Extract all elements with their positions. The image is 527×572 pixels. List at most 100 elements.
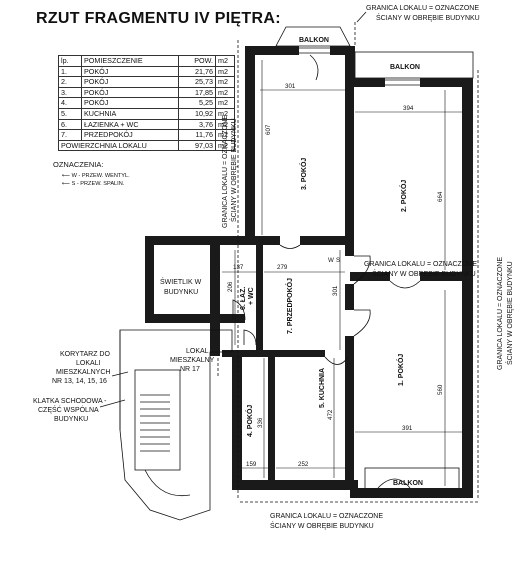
- boundary-bottom-label-2: ŚCIANY W OBRĘBIE BUDYNKU: [270, 521, 374, 530]
- room-label-6b: + WC: [248, 287, 255, 305]
- boundary-left-label-1: GRANICA LOKALU = OZNACZONE: [222, 115, 229, 228]
- boundary-mid-label-2: ŚCIANY W OBRĘBIE BUDYNKU: [372, 269, 476, 278]
- skylight-label-2: BUDYNKU: [164, 289, 198, 296]
- stairs-label-1: KLATKA SCHODOWA -: [33, 398, 107, 405]
- legend-item-vent-label: W - PRZEW. WENTYL.: [71, 173, 130, 179]
- dim-301-mid: 301: [332, 285, 339, 296]
- stair-curve: [144, 469, 191, 497]
- dim-137: 137: [233, 264, 244, 271]
- boundary-left-label-2: ŚCIANY W OBRĘBIE BUDYNKU: [229, 118, 238, 222]
- wall-skylight-bottom: [145, 314, 245, 323]
- balcony-top-label: BALKON: [299, 37, 329, 44]
- wall-room3-bottom-b: [300, 236, 350, 245]
- legend-item-vent: ⟵ W - PRZEW. WENTYL.: [62, 173, 130, 179]
- wall-room2-left: [345, 86, 354, 256]
- staircase-outline: [119, 329, 233, 521]
- boundary-right-label-1: GRANICA LOKALU = OZNACZONE: [497, 257, 504, 370]
- wall-skylight-top: [145, 236, 255, 245]
- boundary-bottom-label-1: GRANICA LOKALU = OZNACZONE: [270, 513, 383, 520]
- wall-room1-top-a: [350, 272, 390, 281]
- room-label-6a: 6. ŁAZ.: [240, 287, 247, 310]
- wall-room4-right: [268, 350, 275, 482]
- room-area-table: lp. POMIESZCZENIE POW. m2 1. POKÓJ 21,76…: [58, 55, 235, 152]
- wall-top-left: [245, 46, 299, 55]
- corridor-leader: [111, 371, 129, 377]
- stairs-label-3: BUDYNKU: [54, 416, 88, 423]
- wall-room1-top-b: [420, 272, 465, 281]
- page-title: RZUT FRAGMENTU IV PIĘTRA:: [36, 10, 281, 27]
- room-label-2: 2. POKÓJ: [399, 180, 408, 212]
- vent-marker-s: S: [336, 257, 340, 264]
- wall-kitchen-top: [275, 350, 325, 357]
- room-label-3: 3. POKÓJ: [299, 158, 308, 190]
- door-room3: [279, 244, 301, 249]
- stairs-label-2: CZĘŚĆ WSPÓLNA: [38, 405, 99, 414]
- corridor-label-1: KORYTARZ DO: [60, 351, 110, 358]
- balcony-bottom-label: BALKON: [393, 480, 423, 487]
- door-room3-balcony: [309, 54, 319, 81]
- wall-room3-bottom-a: [255, 236, 280, 245]
- boundary-mid-label-1: GRANICA LOKALU = OZNACZONE: [364, 261, 477, 268]
- door-bathroom: [243, 329, 257, 346]
- wall-right: [462, 78, 473, 498]
- boundary-top-leader: [356, 11, 367, 23]
- corridor-label-3: MIESZKALNYCH: [56, 369, 110, 376]
- door-entrance: [232, 299, 246, 321]
- balcony-right-top-label: BALKON: [390, 64, 420, 71]
- wall-top-right-a: [345, 78, 385, 87]
- dim-607: 607: [265, 124, 272, 135]
- wall-top-right-b: [420, 78, 473, 87]
- neighbor-label-1: LOKAL: [186, 348, 209, 355]
- vent-arrow-icon: ⟵: [62, 173, 72, 179]
- wall-skylight-left: [145, 236, 154, 323]
- boundary-right-label-2: ŚCIANY W OBRĘBIE BUDYNKU: [505, 261, 514, 365]
- wall-left-lower: [232, 352, 242, 490]
- vent-marker-w: W: [328, 257, 334, 264]
- room-label-1: 1. POKÓJ: [396, 354, 405, 386]
- door-room1-balcony: [377, 478, 411, 489]
- dim-472: 472: [327, 409, 334, 420]
- wall-bathroom-bottom: [222, 350, 278, 357]
- boundary-top-label-2: ŚCIANY W OBRĘBIE BUDYNKU: [376, 13, 480, 22]
- flue-arrow-icon: ⟵: [62, 181, 72, 187]
- room-label-7: 7. PRZEDPOKÓJ: [285, 278, 294, 334]
- legend-item-flue: ⟵ S - PRZEW. SPALIN.: [62, 181, 124, 187]
- door-room1-top: [389, 280, 421, 289]
- dim-394: 394: [403, 105, 414, 112]
- wall-bathroom-right: [256, 242, 263, 354]
- stair-run: [134, 369, 181, 471]
- wall-skylight-right: [210, 236, 220, 356]
- corridor-label-2: LOKALI: [76, 360, 101, 367]
- dim-206: 206: [227, 281, 234, 292]
- legend-item-flue-label: S - PRZEW. SPALIN.: [71, 181, 125, 187]
- balcony-top-outline: [275, 26, 351, 47]
- dim-279: 279: [277, 264, 288, 271]
- wall-top-mid: [330, 46, 355, 55]
- wall-room1-left-a: [345, 284, 354, 310]
- stair-steps: [140, 394, 170, 452]
- door-room1: [353, 309, 371, 337]
- wall-bottom-left: [232, 480, 358, 490]
- dim-336: 336: [257, 417, 264, 428]
- boundary-top-label-1: GRANICA LOKALU = OZNACZONE: [366, 5, 479, 12]
- neighbor-label-3: NR 17: [180, 366, 200, 373]
- door-kitchen: [324, 356, 349, 365]
- dim-301-top: 301: [285, 83, 296, 90]
- skylight-label-1: ŚWIETLIK W: [160, 277, 202, 286]
- room-label-5: 5. KUCHNIA: [319, 368, 326, 408]
- neighbor-label-2: MIESZKALNY: [170, 357, 215, 364]
- wall-step: [345, 46, 355, 86]
- wall-left-upper: [245, 46, 255, 242]
- dim-560: 560: [437, 384, 444, 395]
- dim-664: 664: [437, 191, 444, 202]
- stairs-leader: [99, 399, 126, 408]
- dim-391: 391: [402, 425, 413, 432]
- table-total-row: POWIERZCHNIA LOKALU 97,03 m2: [58, 139, 235, 152]
- wall-room1-left-b: [345, 336, 354, 488]
- wall-bottom-right: [350, 488, 473, 498]
- dim-252: 252: [298, 461, 309, 468]
- door-room2: [353, 255, 371, 285]
- corridor-label-4: NR 13, 14, 15, 16: [52, 378, 107, 385]
- room-label-4: 4. POKÓJ: [245, 405, 254, 437]
